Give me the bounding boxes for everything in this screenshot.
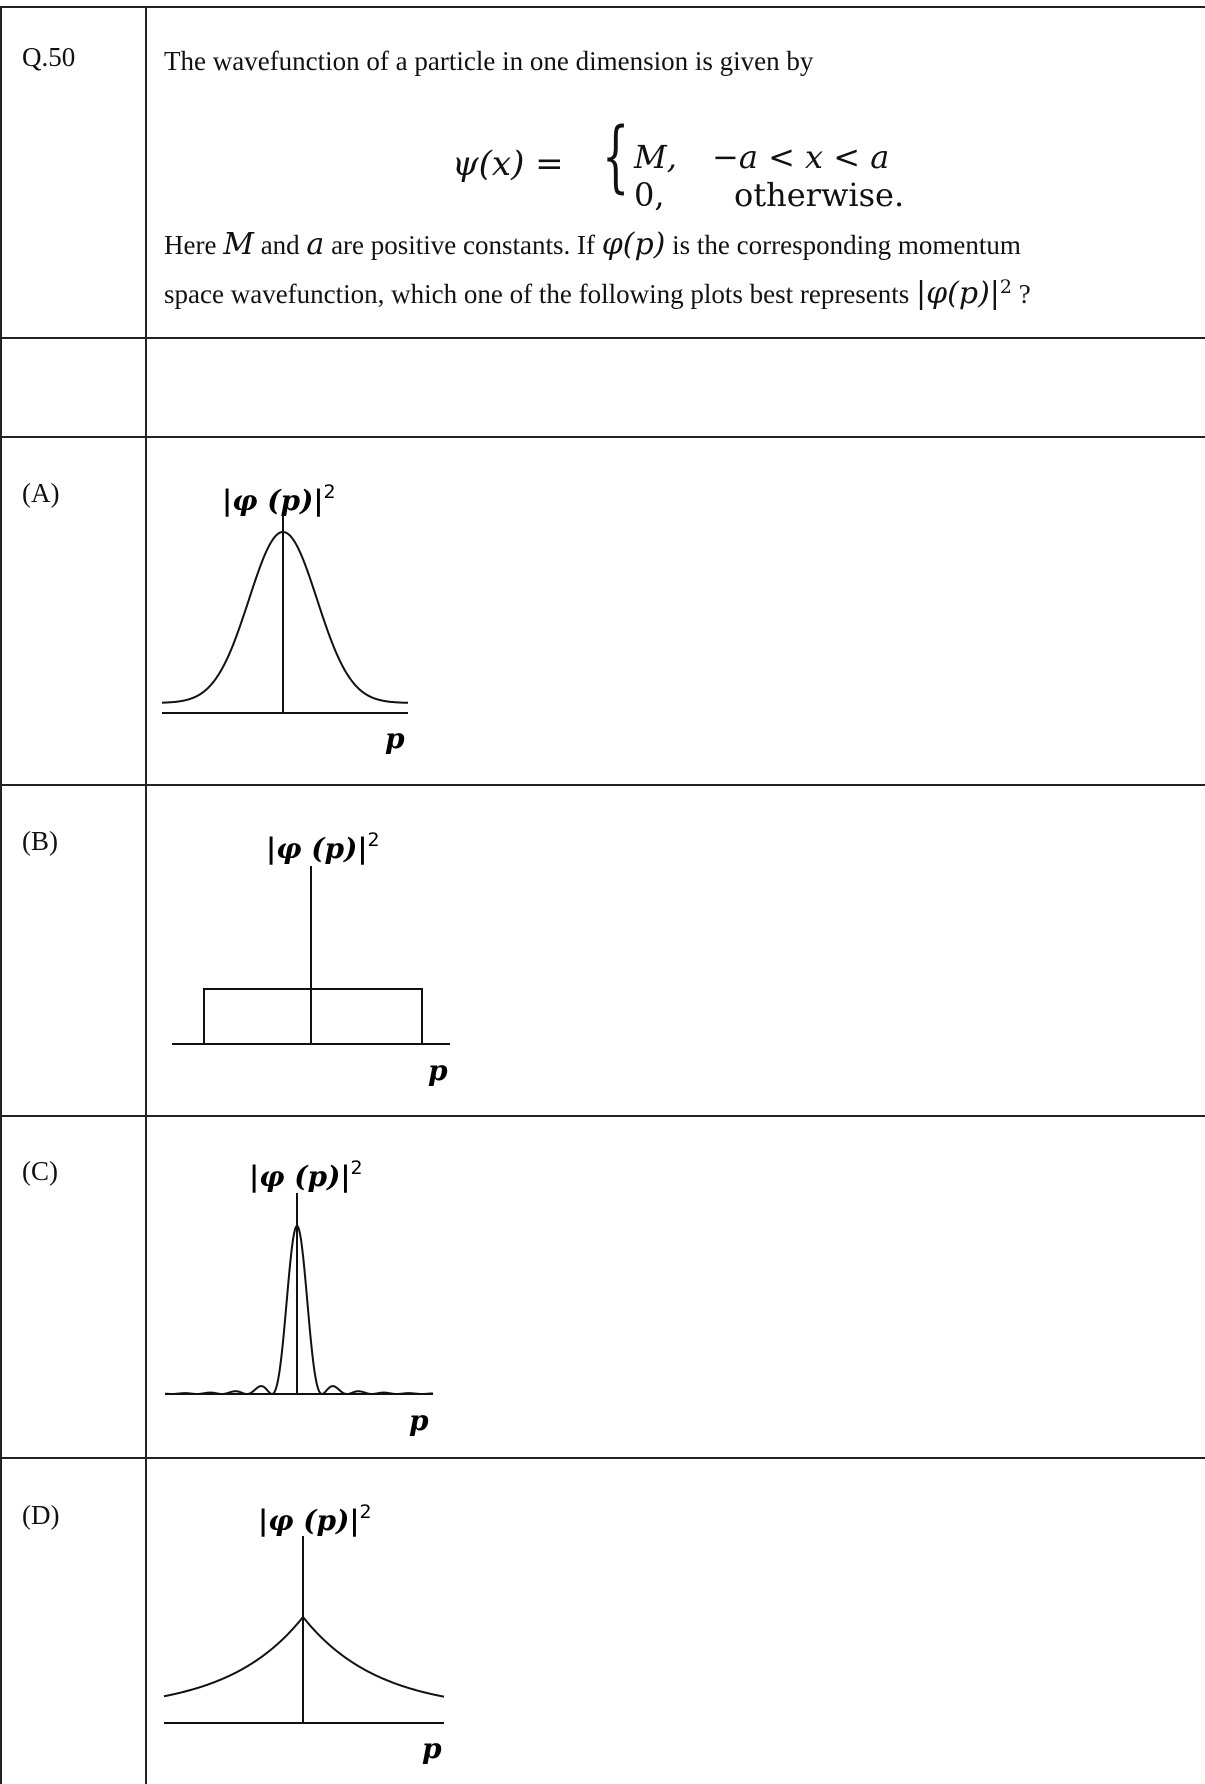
text-run: ?: [1011, 279, 1031, 309]
question-text-line3: space wavefunction, which one of the fol…: [164, 266, 1031, 315]
plot-curve-gaussian: [161, 530, 409, 704]
option-a-plot[interactable]: |φ (p)|2 p: [150, 470, 450, 760]
plot-xlabel: p: [385, 722, 405, 755]
plot-ylabel: |φ (p)|2: [249, 1157, 363, 1193]
var-a: a: [306, 227, 325, 262]
var-phi-p: φ(p): [601, 227, 666, 262]
table-divider: [0, 337, 1205, 339]
text-run: is the corresponding momentum: [665, 230, 1021, 260]
table-border-top: [0, 6, 1205, 8]
case2-value: 0,: [634, 176, 665, 214]
option-label-b[interactable]: (B): [22, 826, 58, 856]
question-text-line2: Here M and a are positive constants. If …: [164, 224, 1021, 266]
plot-xlabel: p: [428, 1054, 448, 1087]
option-c-plot[interactable]: |φ (p)|2 p: [155, 1148, 475, 1438]
table-divider: [0, 784, 1205, 786]
var-M: M: [223, 227, 254, 262]
case1-condition: −a < x < a: [712, 138, 890, 176]
text-run: are positive constants. If: [324, 230, 602, 260]
text-run: Here: [164, 230, 224, 260]
option-label-c[interactable]: (C): [22, 1156, 58, 1186]
equation-brace: {: [602, 112, 630, 202]
plot-curve-rectangle: [203, 988, 423, 1045]
table-divider: [0, 1115, 1205, 1117]
plot-ylabel: |φ (p)|2: [266, 829, 380, 865]
option-label-d[interactable]: (D): [22, 1500, 60, 1530]
question-number: Q.50: [22, 42, 76, 72]
case1-value: M,: [634, 138, 677, 176]
text-run: and: [253, 230, 307, 260]
case2-condition: otherwise.: [734, 176, 905, 214]
plot-ylabel: |φ (p)|2: [258, 1501, 372, 1537]
table-divider: [0, 1457, 1205, 1459]
option-d-plot[interactable]: |φ (p)|2 p: [160, 1490, 480, 1780]
text-run: space wavefunction, which one of the fol…: [164, 279, 917, 309]
plot-xlabel: p: [422, 1732, 442, 1765]
plot-curve-cusp: [163, 1615, 445, 1698]
equation-lhs: ψ(x) =: [452, 144, 564, 184]
plot-curve-sinc-squared: [164, 1224, 434, 1396]
exponent: 2: [999, 276, 1012, 298]
table-border-left: [0, 6, 2, 1784]
table-divider: [0, 436, 1205, 438]
option-b-plot[interactable]: |φ (p)|2 p: [160, 818, 480, 1108]
question-text-line1: The wavefunction of a particle in one di…: [164, 40, 813, 82]
table-column-divider: [145, 6, 147, 1784]
question-intro: The wavefunction of a particle in one di…: [164, 46, 814, 76]
option-label-a[interactable]: (A): [22, 478, 60, 508]
plot-ylabel: |φ (p)|2: [222, 481, 336, 517]
abs-phi-p: |φ(p)|: [916, 276, 1000, 311]
plot-xlabel: p: [409, 1404, 429, 1437]
